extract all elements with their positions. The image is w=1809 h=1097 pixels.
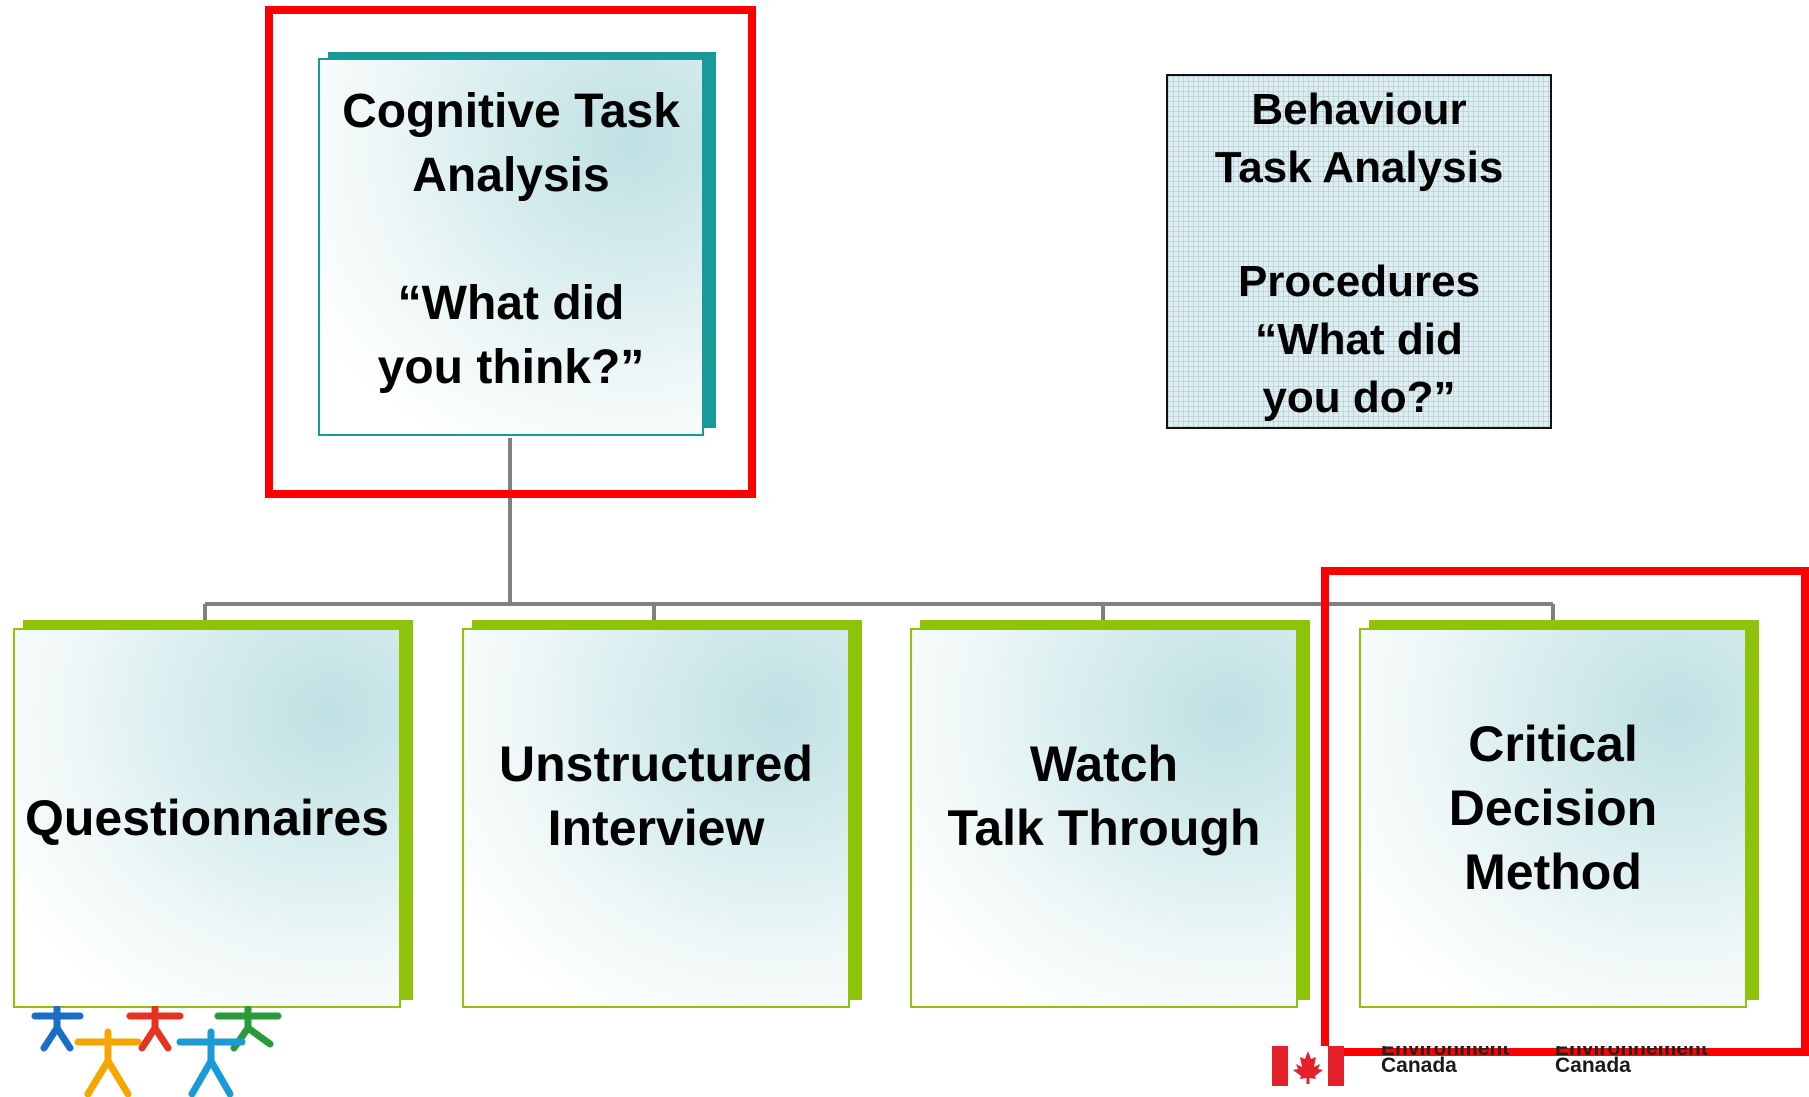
behaviour-line-2: Task Analysis [1214, 142, 1504, 192]
unstructured-interview-node: Unstructured Interview [462, 620, 862, 1008]
environment-canada-label-en: Environment Canada [1381, 1046, 1509, 1077]
behaviour-line-1: Behaviour [1251, 84, 1467, 134]
watch-talk-through-label: Watch Talk Through [947, 736, 1261, 856]
cyan-figure-icon [176, 1028, 246, 1097]
cognitive-task-analysis-label: Cognitive Task Analysis “What did you th… [342, 85, 680, 394]
canada-flag-icon [1272, 1046, 1344, 1086]
critical-decision-method-label: Critical Decision Method [1448, 716, 1658, 900]
cognitive-task-analysis-node: Cognitive Task Analysis “What did you th… [318, 52, 716, 436]
behaviour-line-6: you do?” [1262, 372, 1456, 422]
environnement-canada-label-fr: Environnement Canada [1555, 1046, 1708, 1077]
questionnaires-label: Questionnaires [25, 790, 389, 846]
highlight-frame-critical [1321, 567, 1809, 1056]
blue-figure-icon [31, 1006, 84, 1052]
red-figure-icon [126, 1006, 184, 1052]
critical-decision-method-node: Critical Decision Method [1359, 620, 1759, 1008]
questionnaires-node: Questionnaires [13, 620, 413, 1008]
colored-asterisk-figures-logo [31, 1006, 282, 1097]
behaviour-task-analysis-box: Behaviour Task Analysis Procedures “What… [1166, 74, 1552, 429]
behaviour-line-5: “What did [1255, 314, 1463, 364]
highlight-frame-cognitive [265, 6, 756, 498]
behaviour-line-4: Procedures [1237, 256, 1481, 306]
watch-talk-through-node: Watch Talk Through [910, 620, 1310, 1008]
orange-figure-icon [74, 1028, 142, 1097]
unstructured-interview-label: Unstructured Interview [499, 736, 813, 856]
